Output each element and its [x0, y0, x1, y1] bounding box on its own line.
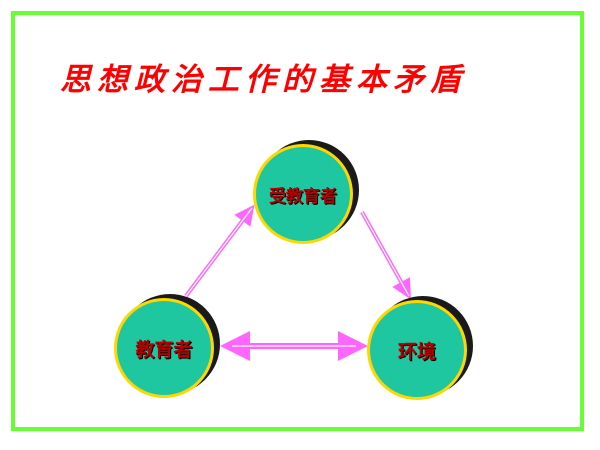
node-disc: 环境	[367, 300, 467, 400]
node-environment: 环境	[367, 296, 473, 400]
node-disc: 教育者	[114, 298, 214, 398]
node-label-educator: 教育者	[135, 338, 193, 361]
node-label-environment: 环境	[397, 340, 436, 363]
node-label-recipient: 受教育者	[269, 186, 337, 207]
slide-title: 思想政治工作的基本矛盾	[60, 62, 467, 98]
node-recipient: 受教育者	[253, 140, 359, 244]
slide-frame	[11, 11, 584, 431]
node-disc: 受教育者	[253, 144, 353, 244]
node-educator: 教育者	[114, 294, 220, 398]
